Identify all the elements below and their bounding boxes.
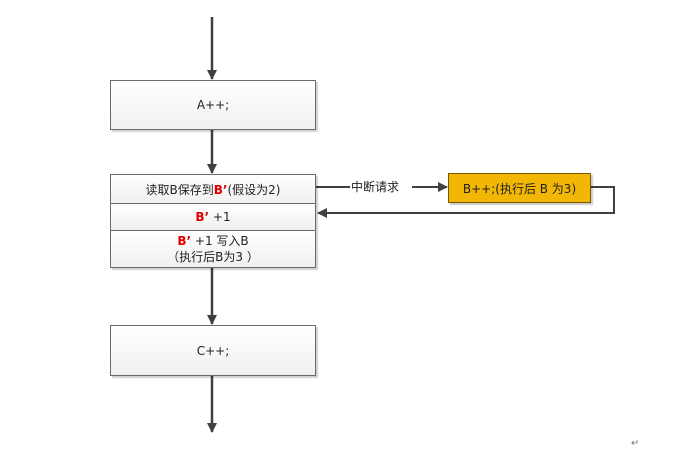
node-write-line2: （执行后B为3 ） (167, 250, 259, 264)
node-b-stack: 读取B保存到B’(假设为2) B’ +1 B’ +1 写入B （执行后B为3 ） (110, 174, 316, 268)
return-arrow (317, 186, 615, 218)
node-interrupt-text: B++;(执行后 B 为3) (462, 181, 577, 196)
node-c: C++; (110, 325, 316, 376)
node-increment: B’ +1 (111, 203, 315, 230)
node-read-highlight: B’ (213, 182, 228, 197)
paragraph-mark-icon: ↵ (631, 438, 640, 449)
interrupt-request-label: 中断请求 (350, 178, 401, 195)
node-read-suffix: (假设为2) (227, 182, 281, 197)
node-read-b-line: 读取B保存到B’(假设为2) (146, 181, 281, 198)
node-inc-suffix: +1 (212, 210, 231, 224)
node-inc-highlight: B’ (195, 210, 210, 224)
node-increment-line: B’ +1 (195, 210, 230, 224)
node-interrupt-handler: B++;(执行后 B 为3) (448, 173, 591, 203)
node-write-line1: B’ +1 写入B (177, 233, 248, 249)
node-read-b: 读取B保存到B’(假设为2) (111, 175, 315, 203)
node-write-highlight: B’ (177, 234, 192, 248)
node-write-b: B’ +1 写入B （执行后B为3 ） (111, 230, 315, 267)
node-a-text: A++; (196, 98, 230, 112)
node-write-suffix: +1 写入B (194, 234, 249, 248)
node-a: A++; (110, 80, 316, 130)
node-c-text: C++; (196, 343, 230, 358)
node-read-prefix: 读取B保存到 (145, 182, 214, 197)
